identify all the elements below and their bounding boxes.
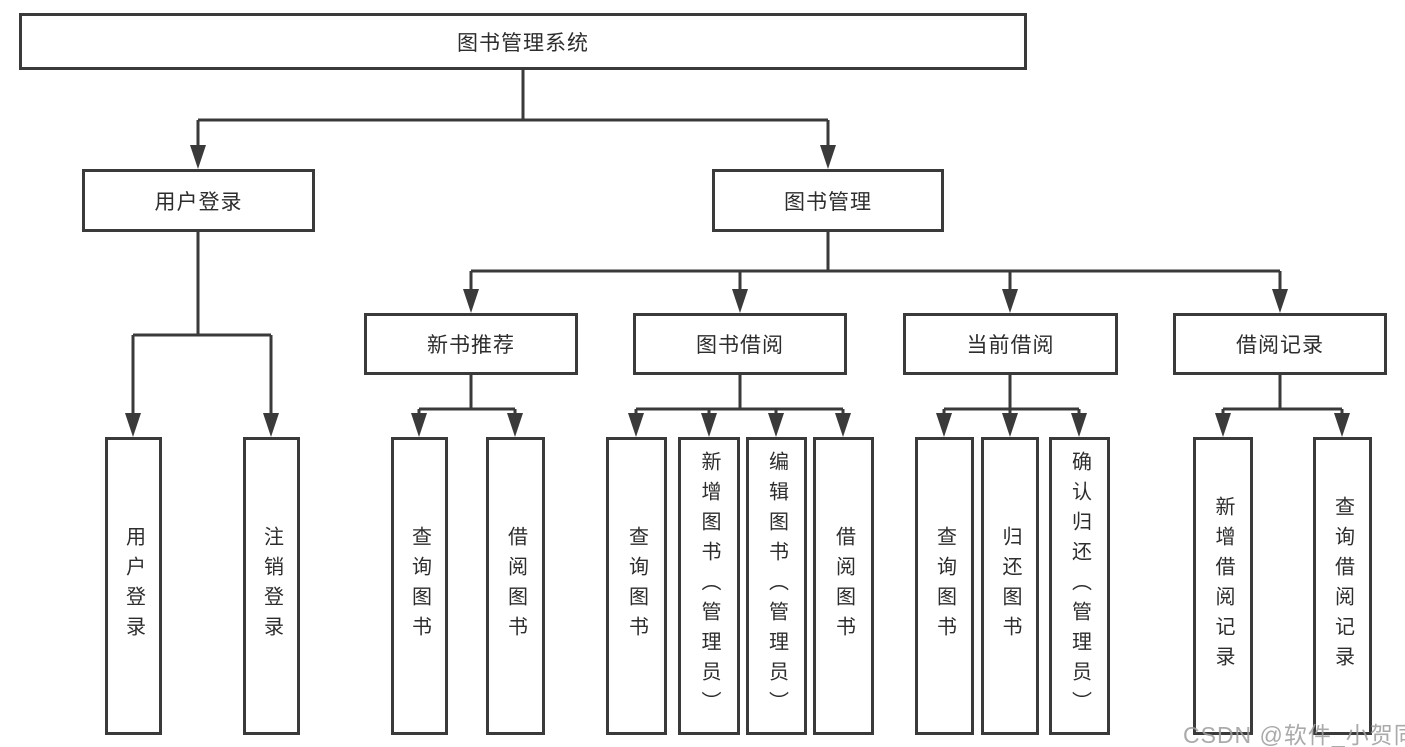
arrow-down-icon: [768, 413, 784, 437]
leaf-borrow-books-borrowing: 借阅图书: [813, 437, 874, 735]
node-label: 新增借阅记录: [1212, 496, 1234, 676]
csdn-watermark: CSDN @软件_小贺同学: [1183, 722, 1405, 747]
arrow-down-icon: [732, 289, 748, 313]
node-label: 查询图书: [625, 526, 648, 646]
arrow-down-icon: [1215, 413, 1231, 437]
arrow-down-icon: [263, 413, 279, 437]
arrow-down-icon: [1002, 413, 1018, 437]
leaf-user-login: 用户登录: [105, 437, 162, 735]
arrow-down-icon: [835, 413, 851, 437]
node-label: 借阅图书: [504, 526, 527, 646]
leaf-add-borrow-record: 新增借阅记录: [1193, 437, 1253, 735]
arrow-down-icon: [820, 145, 836, 169]
node-new-book-recommendation: 新书推荐: [364, 313, 578, 375]
arrow-down-icons: [125, 145, 1350, 437]
node-current-borrowing: 当前借阅: [903, 313, 1118, 375]
arrow-down-icon: [1071, 413, 1087, 437]
arrow-down-icon: [411, 413, 427, 437]
arrow-down-icon: [936, 413, 952, 437]
node-label: 借阅图书: [832, 526, 855, 646]
node-label: 查询图书: [933, 526, 956, 646]
node-label: 用户登录: [122, 526, 145, 646]
arrow-down-icon: [1272, 289, 1288, 313]
node-label: 图书借阅: [696, 334, 784, 357]
leaf-query-borrow-record: 查询借阅记录: [1313, 437, 1372, 735]
leaf-edit-books-admin: 编辑图书（管理员）: [746, 437, 807, 735]
node-book-management: 图书管理: [712, 169, 944, 232]
node-label: 新书推荐: [427, 334, 515, 357]
arrow-down-icon: [1334, 413, 1350, 437]
node-book-borrowing: 图书借阅: [633, 313, 847, 375]
node-label: 归还图书: [999, 526, 1021, 646]
node-label: 新增图书（管理员）: [698, 451, 720, 721]
leaf-query-books-recommend: 查询图书: [391, 437, 448, 735]
arrow-down-icon: [1002, 289, 1018, 313]
leaf-query-books-borrowing: 查询图书: [606, 437, 667, 735]
node-label: 编辑图书（管理员）: [765, 451, 788, 721]
leaf-query-books-current: 查询图书: [915, 437, 974, 735]
node-label: 当前借阅: [966, 334, 1055, 357]
node-label: 用户登录: [154, 190, 243, 214]
arrow-down-icon: [125, 413, 141, 437]
arrow-down-icon: [507, 413, 523, 437]
arrow-down-icon: [190, 145, 206, 169]
node-label: 查询借阅记录: [1331, 496, 1354, 676]
leaf-borrow-books-recommend: 借阅图书: [486, 437, 545, 735]
leaf-confirm-return-admin: 确认归还（管理员）: [1049, 437, 1110, 735]
node-label: 图书管理: [784, 190, 872, 214]
node-label: 注销登录: [260, 526, 283, 646]
arrow-down-icon: [701, 413, 717, 437]
node-borrowing-records: 借阅记录: [1173, 313, 1387, 375]
leaf-logout: 注销登录: [243, 437, 300, 735]
node-label: 借阅记录: [1236, 334, 1324, 357]
node-library-management-system: 图书管理系统: [19, 13, 1027, 70]
arrow-down-icon: [628, 413, 644, 437]
leaf-return-books: 归还图书: [981, 437, 1039, 735]
node-label: 查询图书: [408, 526, 431, 646]
node-label: 图书管理系统: [457, 31, 589, 55]
leaf-add-books-admin: 新增图书（管理员）: [678, 437, 740, 735]
node-label: 确认归还（管理员）: [1068, 451, 1091, 721]
arrow-down-icon: [463, 289, 479, 313]
node-user-login: 用户登录: [82, 169, 315, 232]
